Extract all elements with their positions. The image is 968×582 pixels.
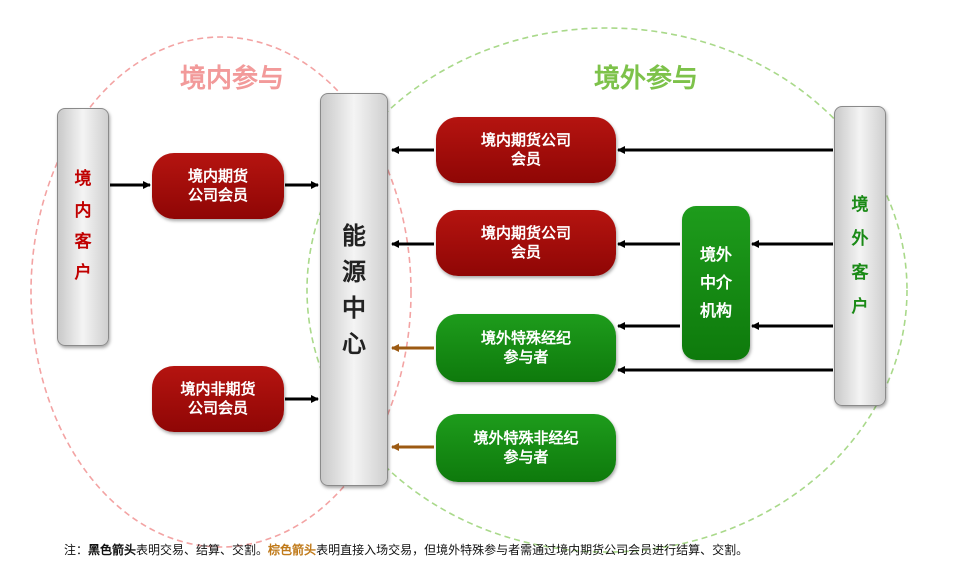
overseas-client-char: 客 <box>851 263 869 283</box>
node-line: 会员 <box>510 243 541 261</box>
domestic-futures-member-box: 境内期货 公司会员 <box>152 153 284 219</box>
overseas-client-char: 境 <box>851 195 869 215</box>
node-line: 境外特殊经纪 <box>480 328 571 347</box>
domestic-nonfutures-member-box: 境内非期货 公司会员 <box>152 366 284 432</box>
domestic-region-circle <box>30 36 412 548</box>
energy-center-char: 心 <box>342 329 366 358</box>
overseas-client-box: 境 外 客 户 <box>834 106 886 406</box>
energy-center-char: 能 <box>342 221 366 250</box>
energy-center-box: 能 源 中 心 <box>320 93 388 486</box>
special-nonbroker-box: 境外特殊非经纪 参与者 <box>436 414 616 482</box>
domestic-client-char: 客 <box>74 232 92 252</box>
overseas-client-char: 外 <box>851 229 869 249</box>
intermediary-line: 境外 <box>699 245 732 264</box>
node-line: 境内期货 <box>187 166 248 185</box>
futures-member-box-2: 境内期货公司 会员 <box>436 210 616 276</box>
footnote-prefix: 注： <box>64 543 89 557</box>
intermediary-line: 中介 <box>699 273 732 292</box>
special-broker-box: 境外特殊经纪 参与者 <box>436 314 616 382</box>
overseas-region-title: 境外参与 <box>594 64 699 94</box>
domestic-client-box: 境 内 客 户 <box>57 108 109 346</box>
node-line: 公司会员 <box>187 399 248 417</box>
domestic-client-char: 境 <box>74 169 92 190</box>
overseas-intermediary-box: 境外 中介 机构 <box>682 206 750 360</box>
overseas-client-char: 户 <box>851 297 869 317</box>
footnote-brown-desc: 表明直接入场交易，但境外特殊参与者需通过境内期货公司会员进行结算、交割。 <box>316 543 749 557</box>
intermediary-line: 机构 <box>699 301 732 320</box>
node-line: 境内非期货 <box>180 379 256 398</box>
node-line: 境内期货公司 <box>480 130 571 149</box>
node-line: 公司会员 <box>187 186 248 204</box>
footnote-brown-arrow: 棕色箭头 <box>268 543 317 557</box>
domestic-region-title: 境内参与 <box>180 64 285 94</box>
node-line: 参与者 <box>503 348 549 366</box>
overseas-region-circle <box>306 27 908 553</box>
domestic-client-char: 户 <box>74 263 92 284</box>
node-line: 会员 <box>510 150 541 168</box>
energy-center-char: 源 <box>342 257 366 286</box>
energy-center-char: 中 <box>342 293 366 322</box>
node-line: 境外特殊非经纪 <box>473 428 579 447</box>
futures-member-box-1: 境内期货公司 会员 <box>436 117 616 183</box>
footnote-black-desc: 表明交易、结算、交割。 <box>136 543 269 557</box>
footnote-black-arrow: 黑色箭头 <box>88 543 137 557</box>
node-line: 境内期货公司 <box>480 223 571 242</box>
footnote: 注：黑色箭头表明交易、结算、交割。棕色箭头表明直接入场交易，但境外特殊参与者需通… <box>64 541 944 558</box>
node-line: 参与者 <box>503 448 549 466</box>
domestic-client-char: 内 <box>74 200 92 221</box>
